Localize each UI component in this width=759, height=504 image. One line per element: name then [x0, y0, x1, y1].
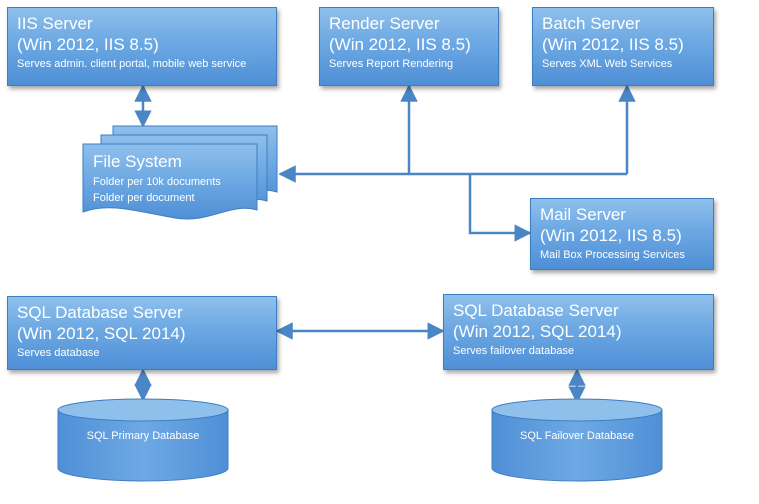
sql-primary-database-cylinder	[57, 398, 229, 482]
batch-server-subtitle: (Win 2012, IIS 8.5)	[542, 35, 684, 54]
batch-server-title: Batch Server	[542, 14, 641, 33]
render-server-title: Render Server	[329, 14, 440, 33]
sql-failover-database-cylinder	[491, 398, 663, 482]
file-system-line2: Folder per document	[93, 192, 195, 204]
sql-failover-database-label: SQL Failover Database	[520, 430, 634, 442]
sql-failover-server-title: SQL Database Server	[453, 301, 619, 320]
mail-server-desc: Mail Box Processing Services	[540, 249, 685, 261]
mail-server-box: Mail Server (Win 2012, IIS 8.5) Mail Box…	[530, 198, 714, 270]
render-server-desc: Serves Report Rendering	[329, 58, 454, 70]
mail-server-subtitle: (Win 2012, IIS 8.5)	[540, 226, 682, 245]
sql-primary-server-desc: Serves database	[17, 347, 100, 359]
iis-server-box: IIS Server (Win 2012, IIS 8.5) Serves ad…	[7, 7, 277, 86]
file-system-text: File System Folder per 10k documents Fol…	[93, 151, 221, 206]
sql-primary-server-title: SQL Database Server	[17, 303, 183, 322]
render-server-subtitle: (Win 2012, IIS 8.5)	[329, 35, 471, 54]
sql-failover-server-desc: Serves failover database	[453, 345, 575, 357]
file-system-shape	[82, 125, 278, 220]
batch-server-desc: Serves XML Web Services	[542, 58, 673, 70]
mail-link	[468, 174, 532, 242]
file-system-title: File System	[93, 152, 182, 171]
iis-server-title: IIS Server	[17, 14, 93, 33]
batch-server-box: Batch Server (Win 2012, IIS 8.5) Serves …	[532, 7, 714, 86]
file-page-front	[82, 143, 258, 220]
sql-failover-server-box: SQL Database Server (Win 2012, SQL 2014)…	[443, 294, 714, 370]
mail-server-title: Mail Server	[540, 205, 626, 224]
sql-primary-database-label: SQL Primary Database	[86, 430, 200, 442]
iis-server-subtitle: (Win 2012, IIS 8.5)	[17, 35, 159, 54]
sql-primary-server-subtitle: (Win 2012, SQL 2014)	[17, 324, 186, 343]
iis-server-desc: Serves admin. client portal, mobile web …	[17, 58, 247, 70]
sql-failover-server-subtitle: (Win 2012, SQL 2014)	[453, 322, 622, 341]
render-server-box: Render Server (Win 2012, IIS 8.5) Serves…	[319, 7, 499, 86]
sql-primary-server-box: SQL Database Server (Win 2012, SQL 2014)…	[7, 296, 277, 370]
file-system-line1: Folder per 10k documents	[93, 176, 221, 188]
